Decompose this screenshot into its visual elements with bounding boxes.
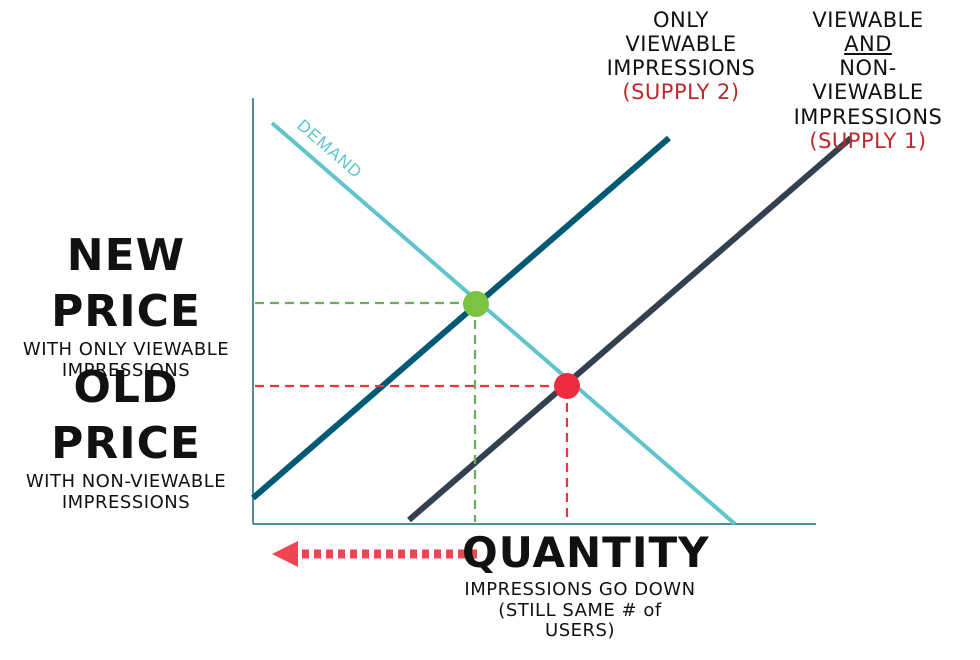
supply-1-label-viewable: VIEWABLE bbox=[812, 8, 924, 32]
new-price-subtitle-2: IMPRESSIONS bbox=[61, 359, 191, 381]
supply-1-label-line-3: IMPRESSIONS bbox=[793, 104, 943, 129]
demand-line bbox=[270, 121, 737, 526]
supply-2-line bbox=[251, 135, 671, 501]
quantity-subtitle-1: IMPRESSIONS GO DOWN bbox=[464, 579, 696, 600]
old-price-title: OLD PRICE bbox=[51, 362, 201, 469]
supply-1-label-and: AND bbox=[844, 32, 892, 57]
quantity-label: QUANTITY IMPRESSIONS GO DOWN (STILL SAME… bbox=[462, 526, 710, 642]
supply-1-label-line-1: VIEWABLE AND bbox=[788, 8, 948, 56]
new-price-label: NEW PRICE WITH ONLY VIEWABLE IMPRESSIONS bbox=[10, 228, 242, 381]
supply-1-line bbox=[407, 135, 853, 523]
quantity-decrease-arrow-head bbox=[272, 541, 298, 567]
new-price-title: NEW PRICE bbox=[51, 230, 201, 337]
supply-2-label-line-2: IMPRESSIONS bbox=[606, 56, 756, 81]
old-price-label: OLD PRICE WITH NON-VIEWABLE IMPRESSIONS bbox=[10, 360, 242, 513]
quantity-title: QUANTITY bbox=[462, 528, 710, 577]
old-equilibrium-point bbox=[554, 373, 580, 399]
old-price-subtitle-1: WITH NON-VIEWABLE bbox=[25, 471, 227, 492]
old-price-subtitle-2: IMPRESSIONS bbox=[61, 491, 191, 513]
new-price-subtitle-1: WITH ONLY VIEWABLE bbox=[22, 339, 230, 360]
supply-1-label-tag: (SUPPLY 1) bbox=[809, 128, 927, 153]
supply-2-label-tag: (SUPPLY 2) bbox=[622, 80, 740, 105]
supply-1-label-line-2: NON-VIEWABLE bbox=[812, 56, 924, 105]
quantity-subtitle-2: (STILL SAME # of USERS) bbox=[498, 599, 662, 642]
new-equilibrium-point bbox=[463, 291, 489, 317]
supply-1-label: VIEWABLE AND NON-VIEWABLE IMPRESSIONS (S… bbox=[788, 8, 948, 153]
supply-2-label-line-1: ONLY VIEWABLE bbox=[625, 8, 737, 57]
supply-2-label: ONLY VIEWABLE IMPRESSIONS (SUPPLY 2) bbox=[596, 8, 766, 105]
